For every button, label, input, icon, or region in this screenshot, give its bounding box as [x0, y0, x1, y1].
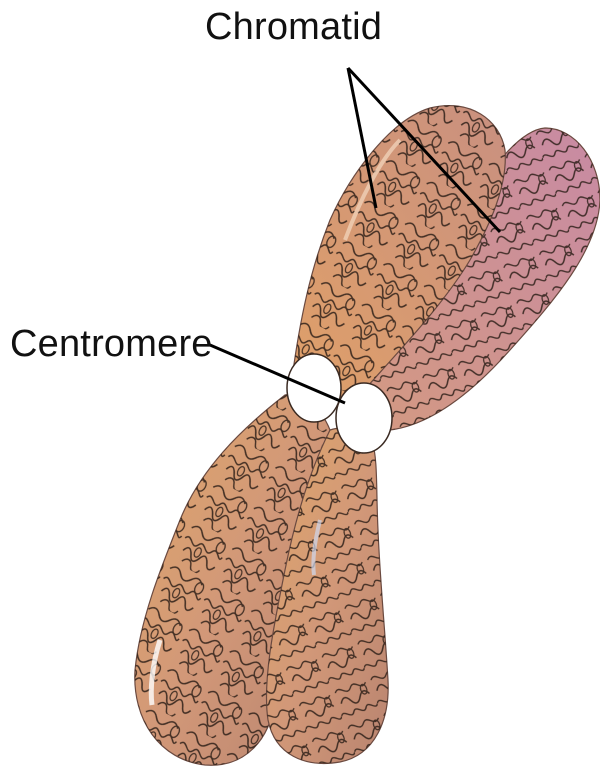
centromere-left-circle: [287, 354, 341, 422]
centromere-label: Centromere: [10, 325, 213, 363]
centromere-right-circle: [336, 383, 392, 453]
chromatid-label: Chromatid: [205, 8, 382, 46]
